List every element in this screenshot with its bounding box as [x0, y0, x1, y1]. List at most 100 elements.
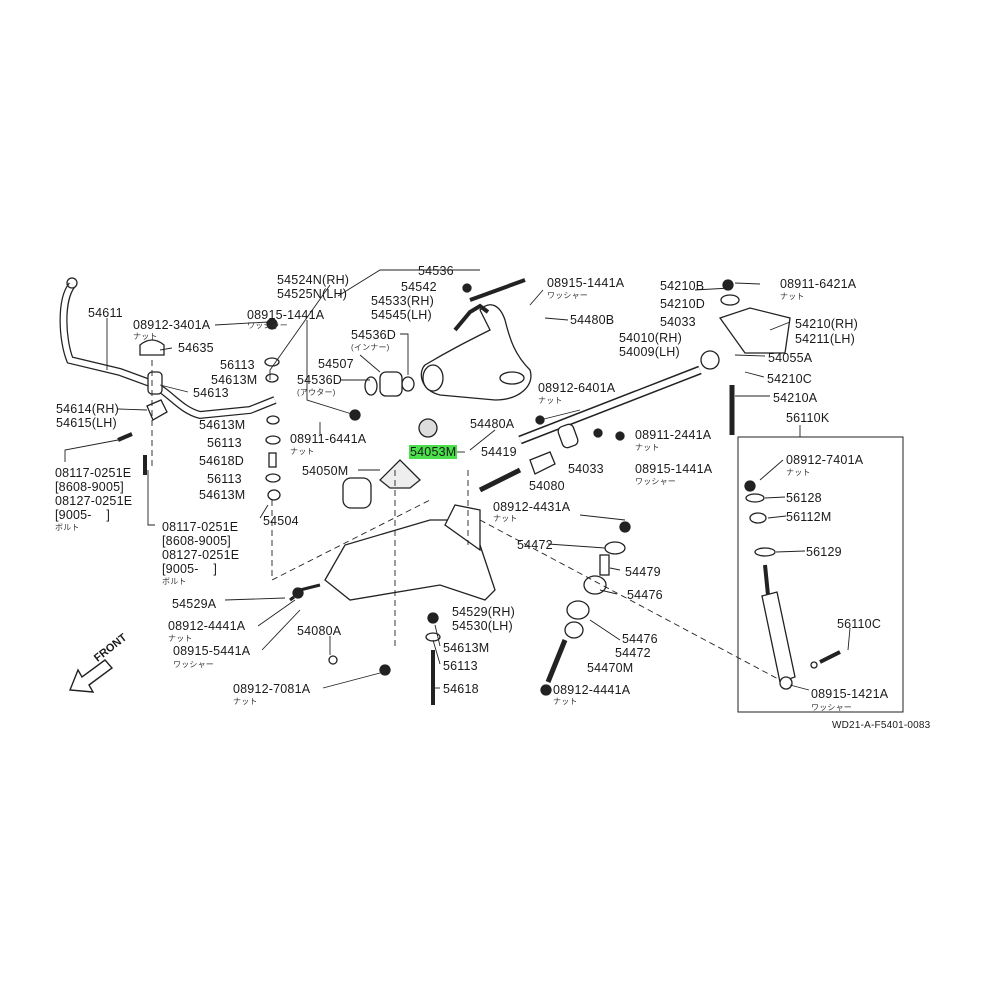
bushing-54504 — [342, 477, 372, 509]
part-number-label: 54542 — [401, 280, 437, 294]
part-number-label: 56113 — [443, 659, 478, 673]
part-number-label: 54613M — [211, 373, 258, 387]
front-arrow-icon — [68, 659, 114, 693]
part-number-label: 54613M — [199, 418, 246, 432]
part-number-label: 54480A — [470, 417, 515, 431]
assembly-guide-lines — [151, 360, 781, 681]
part-note: ナット — [538, 396, 563, 405]
part-number-label: 56112M — [786, 510, 832, 524]
part-number-label: 54010(RH) — [619, 331, 682, 345]
part-number-label: 54536D — [351, 328, 396, 342]
part-number-label: 54530(LH) — [452, 619, 513, 633]
part-number-label: 08912-3401A — [133, 318, 211, 332]
part-note: ナット — [133, 332, 158, 341]
part-note: ナット — [553, 697, 578, 706]
part-number-label: 54524N(RH) — [277, 273, 350, 287]
stabilizer-bracket — [146, 399, 168, 421]
part-number-label: 08912-4431A — [493, 500, 571, 514]
part-number-label: 08911-6441A — [290, 432, 367, 446]
part-number-label: 56110K — [786, 411, 830, 425]
part-number-label: 56113 — [220, 358, 255, 372]
part-number-label: 54504 — [263, 514, 299, 528]
part-note: ワッシャー — [635, 477, 676, 486]
anchor-plate — [529, 451, 556, 475]
arm-bushings — [349, 371, 415, 421]
part-note: ナット — [290, 447, 315, 456]
part-note: ワッシャー — [173, 660, 214, 669]
part-number-label: 54479 — [625, 565, 661, 579]
part-number-label: 08117-0251E — [162, 520, 239, 534]
highlighted-part-label[interactable]: 54053M — [409, 445, 458, 459]
part-number-label: 08117-0251E — [55, 466, 132, 480]
part-note: (アウター) — [297, 388, 336, 397]
part-number-label: 08915-1441A — [635, 462, 713, 476]
part-number-label: 08911-6421A — [780, 277, 857, 291]
part-number-label: 08127-0251E — [162, 548, 240, 562]
part-number-label: 54613M — [199, 488, 246, 502]
part-note: ボルト — [162, 577, 187, 586]
upper-control-arm — [420, 304, 532, 401]
part-number-label: 54635 — [178, 341, 214, 355]
part-number-label: 54525N(LH) — [277, 287, 348, 301]
part-number-label: 54545(LH) — [371, 308, 432, 322]
part-number-label: 54055A — [768, 351, 813, 365]
part-number-label: 56113 — [207, 472, 242, 486]
part-number-label: 54211(LH) — [795, 332, 855, 346]
stabilizer-end-eye — [66, 277, 78, 289]
part-note: ワッシャー — [247, 321, 288, 330]
part-number-label: 54476 — [622, 632, 658, 646]
diagram-code: WD21-A-F5401-0083 — [832, 720, 931, 731]
shock-absorber-kit-frame — [737, 436, 904, 713]
part-number-label: 56110C — [837, 617, 882, 631]
part-number-label: 54210A — [773, 391, 818, 405]
part-number-label: 54536D — [297, 373, 342, 387]
part-note: ナット — [786, 468, 811, 477]
part-number-label: 54210B — [660, 279, 705, 293]
part-note: ナット — [233, 697, 258, 706]
part-number-label: 08915-5441A — [173, 644, 251, 658]
part-number-label: 54419 — [481, 445, 517, 459]
part-number-label: 08912-7081A — [233, 682, 311, 696]
part-number-label: 08912-4441A — [553, 683, 631, 697]
bump-stopper — [418, 418, 438, 438]
part-number-label: 54613M — [443, 641, 490, 655]
part-number-label: 54615(LH) — [56, 416, 117, 430]
part-number-label: 54507 — [318, 357, 354, 371]
part-number-label: 54533(RH) — [371, 294, 434, 308]
part-number-label: 54618 — [443, 682, 479, 696]
part-note: (インナー) — [351, 343, 390, 352]
part-number-label: 54611 — [88, 306, 123, 320]
part-number-label: 08912-6401A — [538, 381, 616, 395]
torsion-arm — [718, 307, 791, 354]
part-number-label: 54476 — [627, 588, 663, 602]
leader-lines — [64, 269, 801, 689]
part-number-label: 54613 — [193, 386, 229, 400]
part-number-label: 54618D — [199, 454, 244, 468]
part-number-label: 08915-1421A — [811, 687, 889, 701]
part-note: ナット — [493, 514, 518, 523]
part-number-label: 54050M — [302, 464, 349, 478]
part-number-label: 54529(RH) — [452, 605, 515, 619]
part-number-label: 56128 — [786, 491, 822, 505]
part-number-label: 08911-2441A — [635, 428, 712, 442]
part-number-label: [9005- ] — [55, 508, 111, 522]
part-note: ボルト — [55, 523, 80, 532]
part-number-label: 08915-1441A — [247, 308, 325, 322]
part-number-label: 54210D — [660, 297, 705, 311]
rubber-bumper — [379, 459, 421, 489]
part-number-label: 54210C — [767, 372, 812, 386]
part-number-label: [9005- ] — [162, 562, 218, 576]
part-number-label: 54033 — [568, 462, 604, 476]
part-number-label: 54080A — [297, 624, 342, 638]
part-note: ワッシャー — [547, 291, 588, 300]
part-note: ナット — [635, 443, 660, 452]
part-number-label: 54472 — [517, 538, 553, 552]
part-number-label: 56113 — [207, 436, 242, 450]
part-number-label: 54480B — [570, 313, 615, 327]
part-number-label: 54210(RH) — [795, 317, 858, 331]
part-number-label: 54536 — [418, 264, 454, 278]
part-number-label: 54472 — [615, 646, 651, 660]
link-bushing-stack — [264, 318, 281, 501]
